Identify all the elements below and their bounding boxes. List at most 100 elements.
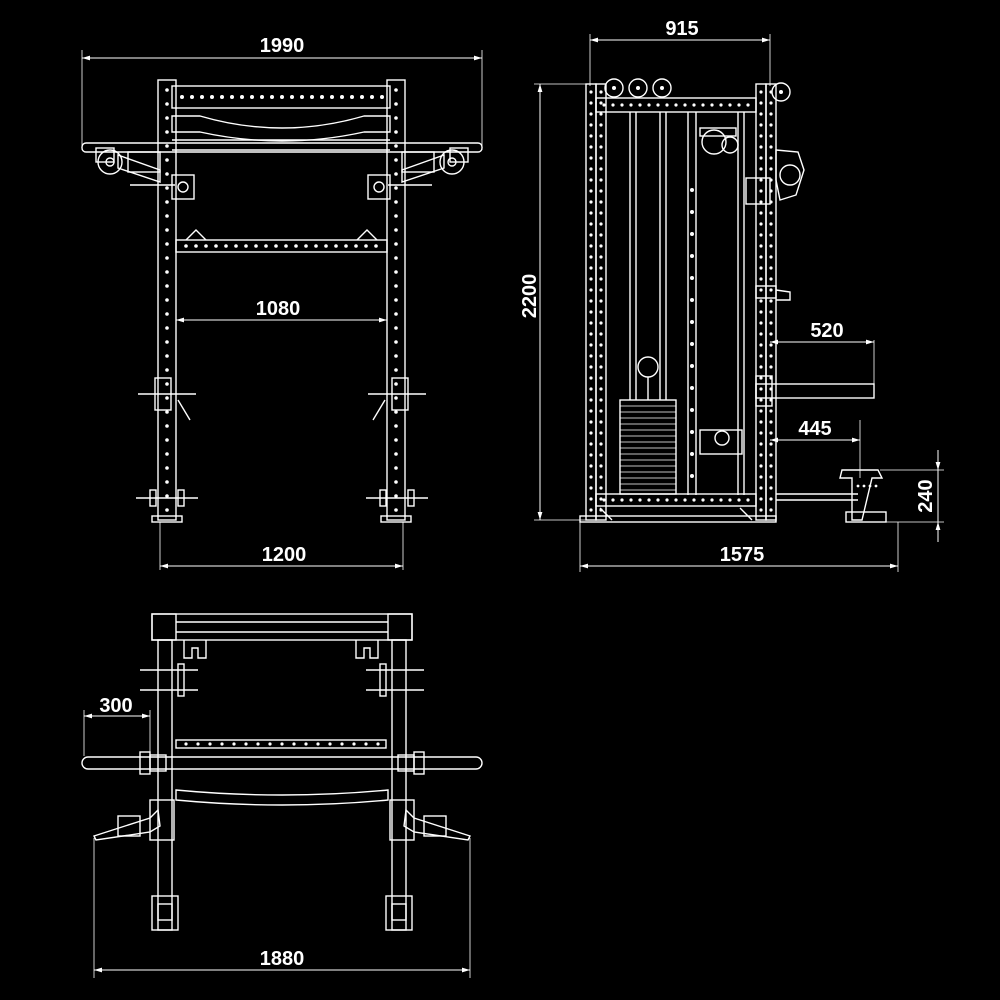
frame-hole bbox=[589, 189, 593, 193]
pullup-bar bbox=[171, 115, 391, 142]
frame-hole bbox=[256, 742, 260, 746]
frame-hole bbox=[769, 321, 773, 325]
frame-hole bbox=[589, 222, 593, 226]
frame-hole bbox=[220, 742, 224, 746]
frame-hole bbox=[759, 233, 763, 237]
frame-hole bbox=[165, 186, 169, 190]
frame-hole bbox=[165, 382, 169, 386]
frame-hole bbox=[165, 508, 169, 512]
frame-hole bbox=[599, 453, 603, 457]
frame-hole bbox=[394, 200, 398, 204]
side-pulley bbox=[701, 129, 727, 155]
frame-hole bbox=[589, 90, 593, 94]
side-top-rail bbox=[595, 97, 757, 113]
frame-hole bbox=[759, 189, 763, 193]
frame-hole bbox=[165, 158, 169, 162]
frame-hole bbox=[769, 123, 773, 127]
frame-hole bbox=[674, 498, 678, 502]
frame-hole bbox=[589, 101, 593, 105]
frame-hole bbox=[690, 210, 694, 214]
frame-hole bbox=[759, 475, 763, 479]
frame-hole bbox=[589, 475, 593, 479]
frame-hole bbox=[352, 742, 356, 746]
frame-hole bbox=[394, 326, 398, 330]
frame-hole bbox=[769, 145, 773, 149]
frame-hole bbox=[759, 398, 763, 402]
frame-hole bbox=[599, 365, 603, 369]
dim-side-top: 915 bbox=[665, 18, 698, 40]
frame-hole bbox=[589, 112, 593, 116]
frame-hole bbox=[165, 438, 169, 442]
frame-hole bbox=[394, 312, 398, 316]
frame-hole bbox=[599, 387, 603, 391]
frame-hole bbox=[759, 211, 763, 215]
frame-hole bbox=[769, 134, 773, 138]
frame-hole bbox=[394, 158, 398, 162]
frame-hole bbox=[328, 742, 332, 746]
frame-hole bbox=[599, 497, 603, 501]
frame-hole bbox=[690, 452, 694, 456]
frame-hole bbox=[165, 256, 169, 260]
frame-hole bbox=[360, 95, 364, 99]
frame-hole bbox=[759, 145, 763, 149]
frame-hole bbox=[656, 498, 660, 502]
frame-hole bbox=[165, 130, 169, 134]
frame-hole bbox=[394, 508, 398, 512]
frame-hole bbox=[759, 200, 763, 204]
frame-hole bbox=[589, 310, 593, 314]
frame-hole bbox=[310, 95, 314, 99]
frame-hole bbox=[280, 95, 284, 99]
frame-hole bbox=[165, 396, 169, 400]
frame-hole bbox=[769, 497, 773, 501]
frame-hole bbox=[589, 387, 593, 391]
frame-hole bbox=[589, 332, 593, 336]
frame-hole bbox=[674, 103, 678, 107]
frame-hole bbox=[394, 284, 398, 288]
side-view: 915 2200 bbox=[519, 18, 944, 572]
frame-hole bbox=[364, 244, 368, 248]
weight-stack bbox=[619, 356, 677, 495]
frame-hole bbox=[759, 321, 763, 325]
frame-hole bbox=[690, 430, 694, 434]
frame-hole bbox=[769, 112, 773, 116]
frame-hole bbox=[394, 368, 398, 372]
frame-hole bbox=[589, 442, 593, 446]
frame-hole bbox=[690, 232, 694, 236]
frame-hole bbox=[394, 396, 398, 400]
frame-hole bbox=[589, 288, 593, 292]
frame-hole bbox=[769, 266, 773, 270]
frame-hole bbox=[769, 409, 773, 413]
frame-hole bbox=[165, 228, 169, 232]
frame-hole bbox=[165, 326, 169, 330]
frame-hole bbox=[589, 178, 593, 182]
frame-hole bbox=[737, 103, 741, 107]
frame-hole bbox=[759, 101, 763, 105]
frame-hole bbox=[394, 270, 398, 274]
frame-hole bbox=[340, 95, 344, 99]
frame-hole bbox=[769, 244, 773, 248]
frame-hole bbox=[769, 365, 773, 369]
frame-hole bbox=[759, 508, 763, 512]
frame-hole bbox=[719, 103, 723, 107]
frame-hole bbox=[244, 244, 248, 248]
frame-hole bbox=[589, 486, 593, 490]
frame-hole bbox=[380, 95, 384, 99]
frame-hole bbox=[394, 382, 398, 386]
frame-hole bbox=[692, 103, 696, 107]
frame-hole bbox=[208, 742, 212, 746]
frame-hole bbox=[394, 480, 398, 484]
frame-hole bbox=[292, 742, 296, 746]
dim-front-inner: 1080 bbox=[256, 298, 301, 320]
frame-hole bbox=[214, 244, 218, 248]
frame-hole bbox=[759, 277, 763, 281]
frame-hole bbox=[690, 276, 694, 280]
frame-hole bbox=[394, 88, 398, 92]
frame-hole bbox=[589, 200, 593, 204]
frame-hole bbox=[599, 299, 603, 303]
front-right-foot bbox=[380, 515, 412, 523]
frame-hole bbox=[589, 167, 593, 171]
frame-hole bbox=[244, 742, 248, 746]
frame-hole bbox=[599, 398, 603, 402]
frame-hole bbox=[165, 312, 169, 316]
frame-hole bbox=[769, 475, 773, 479]
